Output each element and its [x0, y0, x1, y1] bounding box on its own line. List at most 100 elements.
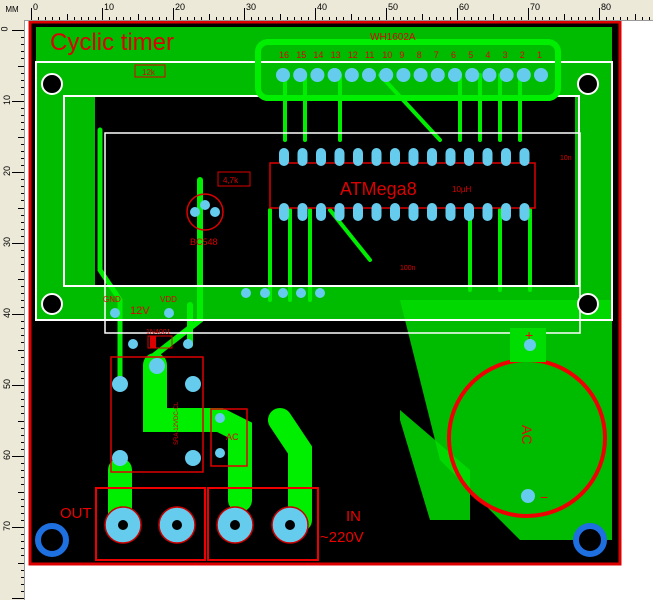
- mcu-pad: [482, 203, 493, 221]
- ruler-tick: [620, 17, 622, 20]
- transistor-outline: [186, 193, 224, 231]
- ruler-tick: [12, 314, 24, 315]
- lcd-pad: [293, 68, 308, 82]
- ruler-tick: [322, 17, 324, 20]
- ruler-tick: [492, 14, 494, 20]
- ruler-tick: [180, 17, 182, 20]
- lcd-pad: [499, 68, 514, 82]
- ruler-tick: [21, 583, 24, 585]
- lcd-pad: [534, 68, 548, 82]
- ruler-tick: [12, 456, 24, 457]
- resistor-r2-label: 4,7k: [223, 176, 239, 185]
- relay-label: SRA-12VDC-CL: [174, 401, 180, 445]
- ruler-tick: [613, 17, 615, 20]
- ruler-tick: [21, 306, 24, 308]
- in-label: IN: [346, 508, 361, 525]
- mains-label: ~220V: [320, 529, 364, 546]
- mcu-pad: [279, 203, 289, 221]
- lcd-inner: [104, 132, 581, 334]
- mcu-pad: [353, 148, 363, 166]
- inductor-label: 10µH: [452, 185, 472, 194]
- resistor-r2: [217, 171, 251, 187]
- lcd-pin-number: 15: [296, 50, 306, 60]
- terminal-block-in: [207, 487, 319, 561]
- board-title: Cyclic timer: [50, 29, 174, 56]
- ruler-tick: [21, 470, 24, 472]
- mcu-pad: [464, 148, 474, 166]
- ruler-tick: [12, 598, 24, 599]
- cap-plus-pad: [524, 339, 536, 351]
- ruler-tick: [102, 8, 103, 20]
- ruler-tick: [21, 37, 24, 39]
- ruler-unit: MM: [0, 0, 24, 20]
- lcd-pin-number: 12: [348, 50, 358, 60]
- mcu-pad: [501, 148, 511, 166]
- ruler-tick: [634, 14, 636, 20]
- ruler-tick: [21, 363, 24, 365]
- ruler-tick: [21, 271, 24, 273]
- ruler-tick: [435, 17, 437, 20]
- ruler-tick: [300, 17, 302, 20]
- ruler-tick: [21, 86, 24, 88]
- ruler-tick: [21, 44, 24, 46]
- ruler-tick: [364, 17, 366, 20]
- ruler-tick: [31, 8, 32, 20]
- ruler-tick: [73, 17, 75, 20]
- resistor-r1: [134, 64, 166, 78]
- ruler-tick: [151, 17, 153, 20]
- ruler-tick: [236, 17, 238, 20]
- ruler-tick: [393, 17, 395, 20]
- ruler-tick: [272, 17, 274, 20]
- ruler-tick: [627, 17, 629, 20]
- diode-pad: [183, 339, 193, 349]
- ruler-tick: [315, 8, 316, 20]
- ruler-tick: [21, 576, 24, 578]
- ruler-label: 20: [2, 165, 13, 177]
- ruler-tick: [21, 143, 24, 145]
- ruler-label: 10: [104, 2, 115, 12]
- ruler-tick: [137, 14, 139, 20]
- ruler-tick: [577, 17, 579, 20]
- mcu-pad: [464, 203, 474, 221]
- ruler-tick: [21, 328, 24, 330]
- lcd-pin-number: 13: [331, 50, 341, 60]
- ruler-tick: [329, 17, 331, 20]
- lcd-pad: [327, 68, 342, 82]
- ruler-tick: [599, 8, 600, 20]
- mcu-pad: [371, 148, 382, 166]
- ruler-tick: [21, 186, 24, 188]
- ruler-tick: [18, 207, 24, 209]
- ruler-tick: [21, 548, 24, 550]
- ruler-label: 60: [459, 2, 470, 12]
- ruler-tick: [18, 65, 24, 67]
- lcd-pin-number: 16: [279, 50, 289, 60]
- ruler-label: 20: [175, 2, 186, 12]
- ruler-label: 0: [0, 26, 10, 32]
- gnd-label: GND: [103, 295, 121, 304]
- ruler-tick: [21, 214, 24, 216]
- mcu-pad: [408, 148, 419, 166]
- ruler-tick: [343, 17, 345, 20]
- mcu-pad: [390, 148, 400, 166]
- ruler-tick: [21, 285, 24, 287]
- ruler-tick: [21, 150, 24, 152]
- ruler-tick: [549, 17, 551, 20]
- ruler-tick: [21, 441, 24, 443]
- ruler-tick: [21, 463, 24, 465]
- lcd-outline: [35, 61, 613, 321]
- ac-pad: [215, 413, 225, 423]
- mcu-pad: [297, 148, 308, 166]
- ruler-tick: [123, 17, 125, 20]
- ruler-label: 40: [2, 307, 13, 319]
- ruler-label: 70: [530, 2, 541, 12]
- copper-fill-right: [400, 300, 612, 540]
- ruler-tick: [38, 17, 40, 20]
- ruler-tick: [407, 17, 409, 20]
- ruler-tick: [378, 17, 380, 20]
- ruler-tick: [21, 342, 24, 344]
- 12v-label: 12V: [130, 305, 150, 317]
- ruler-tick: [556, 17, 558, 20]
- lcd-pin-number: 14: [313, 50, 323, 60]
